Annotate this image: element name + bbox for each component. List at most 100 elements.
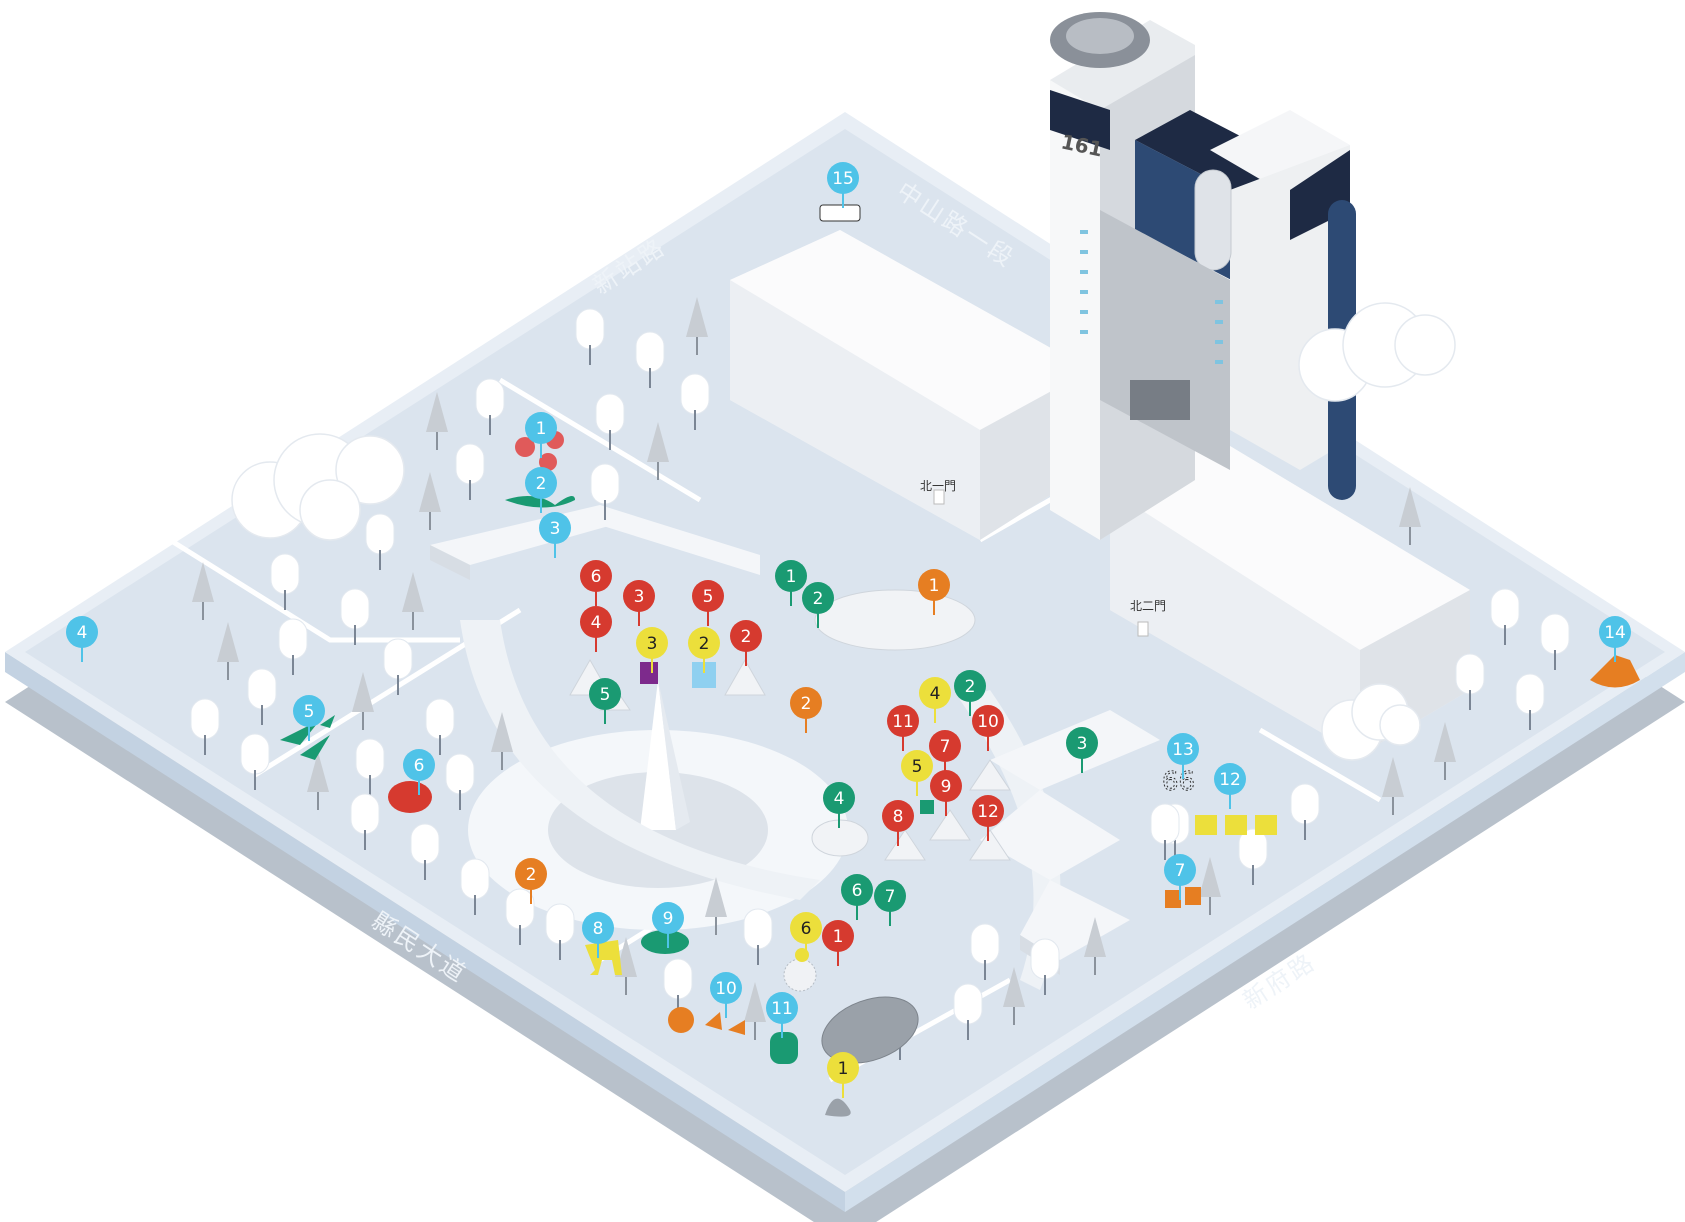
marker-label: 6 [414, 756, 425, 776]
blue-marker-1[interactable]: 1 [525, 412, 557, 458]
green-marker-2[interactable]: 2 [954, 670, 986, 716]
cloud-tower [1298, 302, 1456, 402]
red-marker-6[interactable]: 6 [580, 560, 612, 606]
blue-marker-15[interactable]: 15 [827, 162, 859, 208]
gate-label-north1: 北一門 [920, 479, 956, 493]
red-marker-12[interactable]: 12 [972, 795, 1004, 841]
marker-label: 5 [600, 685, 611, 705]
yellow-marker-4[interactable]: 4 [919, 677, 951, 723]
blue-marker-13[interactable]: 13 [1167, 733, 1199, 779]
marker-label: 7 [885, 887, 896, 907]
marker-label: 14 [1604, 623, 1626, 643]
green-marker-3[interactable]: 3 [1066, 727, 1098, 773]
marker-label: 11 [771, 999, 793, 1019]
gate-label-north2: 北二門 [1130, 599, 1166, 613]
orange-creatures-sculpture [668, 1007, 745, 1035]
marker-label: 2 [536, 474, 547, 494]
blue-marker-10[interactable]: 10 [710, 972, 742, 1018]
red-marker-10[interactable]: 10 [972, 705, 1004, 751]
green-marker-5[interactable]: 5 [589, 678, 621, 724]
birds-sculpture [280, 715, 335, 760]
blue-marker-2[interactable]: 2 [525, 467, 557, 513]
marker-label: 4 [930, 684, 941, 704]
red-marker-3[interactable]: 3 [623, 580, 655, 626]
marker-label: 3 [1077, 734, 1088, 754]
giraffe-sculpture [585, 940, 622, 975]
marker-label: 5 [703, 587, 714, 607]
red-marker-4[interactable]: 4 [580, 606, 612, 652]
sculpture-66: 66 [1162, 767, 1195, 797]
marker-label: 1 [929, 576, 940, 596]
red-marker-5[interactable]: 5 [692, 580, 724, 626]
clouds [231, 302, 1456, 761]
marker-label: 4 [77, 623, 88, 643]
yellow-marker-5[interactable]: 5 [901, 750, 933, 796]
purple-sculpture [640, 662, 658, 684]
fire-hydrant-sculpture [920, 800, 934, 814]
marker-label: 9 [663, 909, 674, 929]
marker-label: 13 [1172, 740, 1194, 760]
marker-label: 8 [893, 807, 904, 827]
blue-marker-7[interactable]: 7 [1164, 854, 1196, 900]
green-marker-7[interactable]: 7 [874, 880, 906, 926]
blue-marker-3[interactable]: 3 [539, 512, 571, 558]
marker-label: 12 [1219, 770, 1241, 790]
orange-marker-2[interactable]: 2 [515, 858, 547, 904]
cloud-right [1321, 683, 1421, 761]
marker-label: 12 [977, 802, 999, 822]
marker-label: 3 [647, 634, 658, 654]
blue-marker-6[interactable]: 6 [403, 749, 435, 795]
cloud-left [231, 433, 405, 541]
marker-label: 2 [965, 677, 976, 697]
marker-label: 2 [699, 634, 710, 654]
red-marker-9[interactable]: 9 [930, 770, 962, 816]
marker-label: 6 [591, 567, 602, 587]
marker-label: 6 [801, 919, 812, 939]
marker-label: 3 [634, 587, 645, 607]
tents [569, 589, 1011, 1064]
bus-icon [819, 204, 861, 222]
red-marker-2[interactable]: 2 [730, 620, 762, 666]
yellow-marker-1[interactable]: 1 [827, 1052, 859, 1098]
marker-label: 4 [834, 789, 845, 809]
seal-sculpture [825, 1098, 851, 1117]
marker-label: 5 [304, 702, 315, 722]
green-marker-6[interactable]: 6 [841, 874, 873, 920]
blue-marker-12[interactable]: 12 [1214, 763, 1246, 809]
yellow-houses-sculpture [1195, 815, 1277, 835]
marker-label: 4 [591, 613, 602, 633]
marker-label: 7 [940, 737, 951, 757]
yellow-marker-2[interactable]: 2 [688, 627, 720, 673]
yellow-marker-3[interactable]: 3 [636, 627, 668, 673]
tower: 161 [1050, 12, 1356, 540]
marker-label: 11 [892, 712, 914, 732]
bear-sculpture [770, 1032, 798, 1064]
blue-marker-8[interactable]: 8 [582, 912, 614, 958]
red-marker-11[interactable]: 11 [887, 705, 919, 751]
marker-label: 5 [912, 757, 923, 777]
green-marker-4[interactable]: 4 [823, 782, 855, 828]
marker-label: 1 [536, 419, 547, 439]
rocking-horse-sculpture [1590, 655, 1640, 688]
marker-label: 1 [786, 567, 797, 587]
red-marker-1[interactable]: 1 [822, 920, 854, 966]
yellow-marker-6[interactable]: 6 [790, 912, 822, 958]
red-creature-sculpture [388, 781, 432, 813]
blue-marker-14[interactable]: 14 [1599, 616, 1631, 662]
orange-marker-1[interactable]: 1 [918, 569, 950, 615]
orange-cups-sculpture [1165, 887, 1201, 908]
blue-marker-11[interactable]: 11 [766, 992, 798, 1038]
marker-label: 7 [1175, 861, 1186, 881]
green-marker-1[interactable]: 1 [775, 560, 807, 606]
marker-label: 2 [801, 694, 812, 714]
blue-marker-5[interactable]: 5 [293, 695, 325, 741]
marker-label: 2 [813, 589, 824, 609]
ball-sculpture [783, 958, 817, 992]
green-marker-2[interactable]: 2 [802, 582, 834, 628]
blue-marker-4[interactable]: 4 [66, 616, 98, 662]
orange-marker-2[interactable]: 2 [790, 687, 822, 733]
elevated-walkways [430, 505, 1160, 975]
blue-marker-9[interactable]: 9 [652, 902, 684, 948]
red-marker-8[interactable]: 8 [882, 800, 914, 846]
